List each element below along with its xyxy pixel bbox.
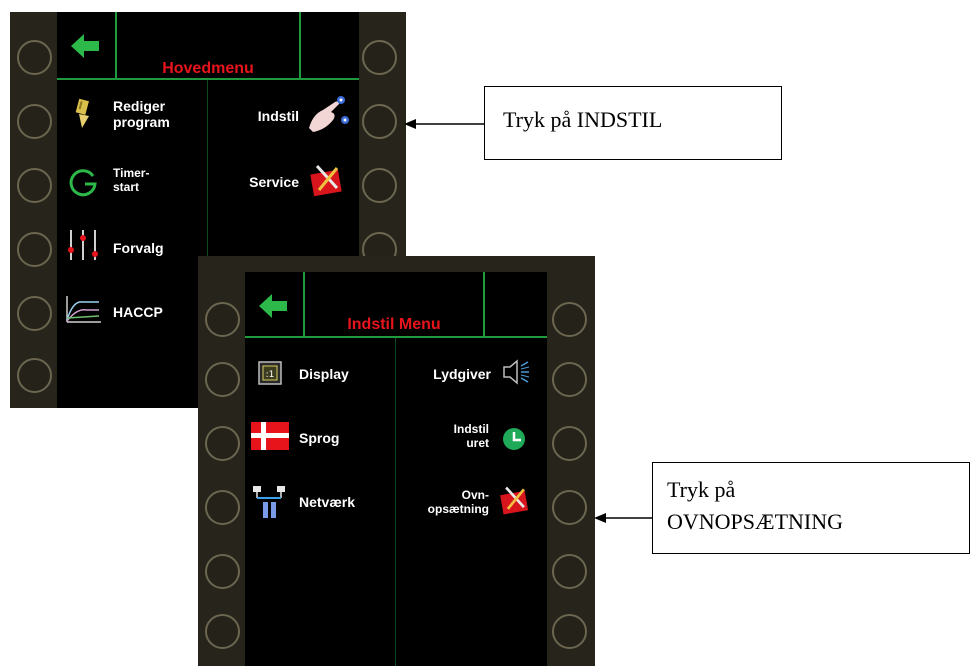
soft-key-left-4[interactable] [205, 490, 240, 525]
soft-key-left-1[interactable] [17, 40, 52, 75]
soft-key-right-4[interactable] [552, 490, 587, 525]
soft-key-right-6[interactable] [552, 614, 587, 649]
callout-indstil: Tryk på INDSTIL [484, 86, 782, 160]
danish-flag-icon [251, 422, 289, 450]
label-indstil-uret: Indstil uret [453, 422, 489, 450]
speaker-icon [503, 359, 530, 385]
label-service: Service [249, 174, 299, 190]
soft-key-left-5[interactable] [17, 296, 52, 331]
soft-key-left-5[interactable] [205, 554, 240, 589]
pen-icon [75, 98, 89, 128]
adjust-hand-icon [309, 96, 349, 132]
soft-key-right-2[interactable] [362, 104, 397, 139]
soft-key-right-5[interactable] [552, 554, 587, 589]
soft-key-right-3[interactable] [552, 426, 587, 461]
settings-menu-screen: Indstil Menu :1 Display Sprog [245, 272, 547, 666]
sliders-icon [68, 230, 98, 260]
callout-ovnopsaetning-line2: OVNOPSÆTNING [667, 509, 844, 534]
soft-key-right-1[interactable] [362, 40, 397, 75]
network-icon [253, 486, 285, 518]
soft-key-left-3[interactable] [205, 426, 240, 461]
header-divider-right [299, 12, 301, 78]
column-divider [207, 80, 208, 260]
soft-key-left-6[interactable] [205, 614, 240, 649]
header-bottom-line [245, 336, 547, 338]
header-bottom-line [57, 78, 359, 80]
clock-icon [503, 428, 525, 450]
callout-indstil-text: Tryk på INDSTIL [503, 107, 663, 132]
timer-icon [69, 169, 97, 197]
label-lydgiver: Lydgiver [433, 366, 491, 382]
header-divider-left [303, 272, 305, 336]
soft-key-left-4[interactable] [17, 232, 52, 267]
back-arrow-icon [259, 294, 287, 318]
main-menu-title: Hovedmenu [162, 60, 254, 77]
soft-key-right-2[interactable] [552, 362, 587, 397]
label-timer-start: Timer- start [113, 166, 150, 194]
soft-key-right-1[interactable] [552, 302, 587, 337]
soft-key-left-1[interactable] [205, 302, 240, 337]
svg-text::1: :1 [266, 370, 275, 380]
back-button[interactable] [71, 32, 111, 62]
soft-key-left-2[interactable] [205, 362, 240, 397]
back-button[interactable] [259, 292, 299, 322]
arrow-to-indstil [404, 119, 486, 129]
toolbox-icon [310, 164, 342, 197]
label-forvalg: Forvalg [113, 240, 164, 256]
toolbox-icon [500, 486, 529, 515]
label-display: Display [299, 366, 349, 382]
label-ovnopsaetning: Ovn- opsætning [427, 488, 489, 516]
graph-icon [66, 296, 101, 323]
display-icon: :1 [258, 361, 282, 385]
back-arrow-icon [71, 34, 99, 58]
column-divider [395, 338, 396, 666]
settings-menu-title: Indstil Menu [347, 316, 441, 333]
callout-ovnopsaetning-line1: Tryk på [667, 477, 736, 502]
settings-menu-panel: Indstil Menu :1 Display Sprog [198, 256, 595, 666]
callout-ovnopsaetning: Tryk på OVNOPSÆTNING [652, 462, 970, 554]
label-rediger-program: Rediger program [113, 98, 170, 130]
main-menu-panel: Hovedmenu Rediger program Timer- start [10, 12, 406, 408]
soft-key-left-6[interactable] [17, 358, 52, 393]
header-divider-left [115, 12, 117, 78]
header-divider-right [483, 272, 485, 336]
soft-key-right-3[interactable] [362, 168, 397, 203]
soft-key-left-2[interactable] [17, 104, 52, 139]
label-haccp: HACCP [113, 304, 163, 320]
label-sprog: Sprog [299, 430, 340, 446]
label-netvaerk: Netværk [299, 494, 356, 510]
label-indstil: Indstil [257, 108, 299, 124]
arrow-to-ovnopsaetning [594, 513, 654, 523]
soft-key-left-3[interactable] [17, 168, 52, 203]
